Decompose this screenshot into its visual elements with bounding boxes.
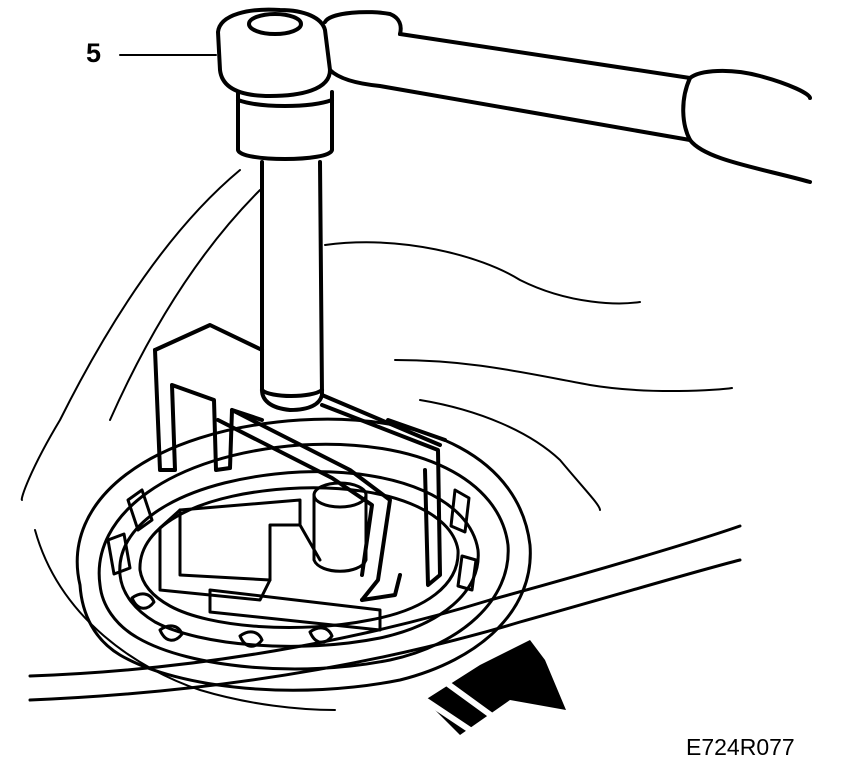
tank-body-contours (20, 169, 733, 711)
extension-bar (260, 160, 324, 412)
locking-ring (106, 470, 480, 648)
ratchet-wrench (216, 7, 812, 184)
callout-label-5: 5 (86, 38, 102, 68)
tank-opening-rim (75, 417, 532, 692)
arrow-icon (423, 640, 566, 735)
tank-top-lines (28, 524, 742, 702)
socket (236, 90, 334, 161)
sender-unit (158, 481, 382, 632)
figure-id: E724R077 (686, 734, 795, 760)
ring-removal-tool (153, 323, 447, 602)
